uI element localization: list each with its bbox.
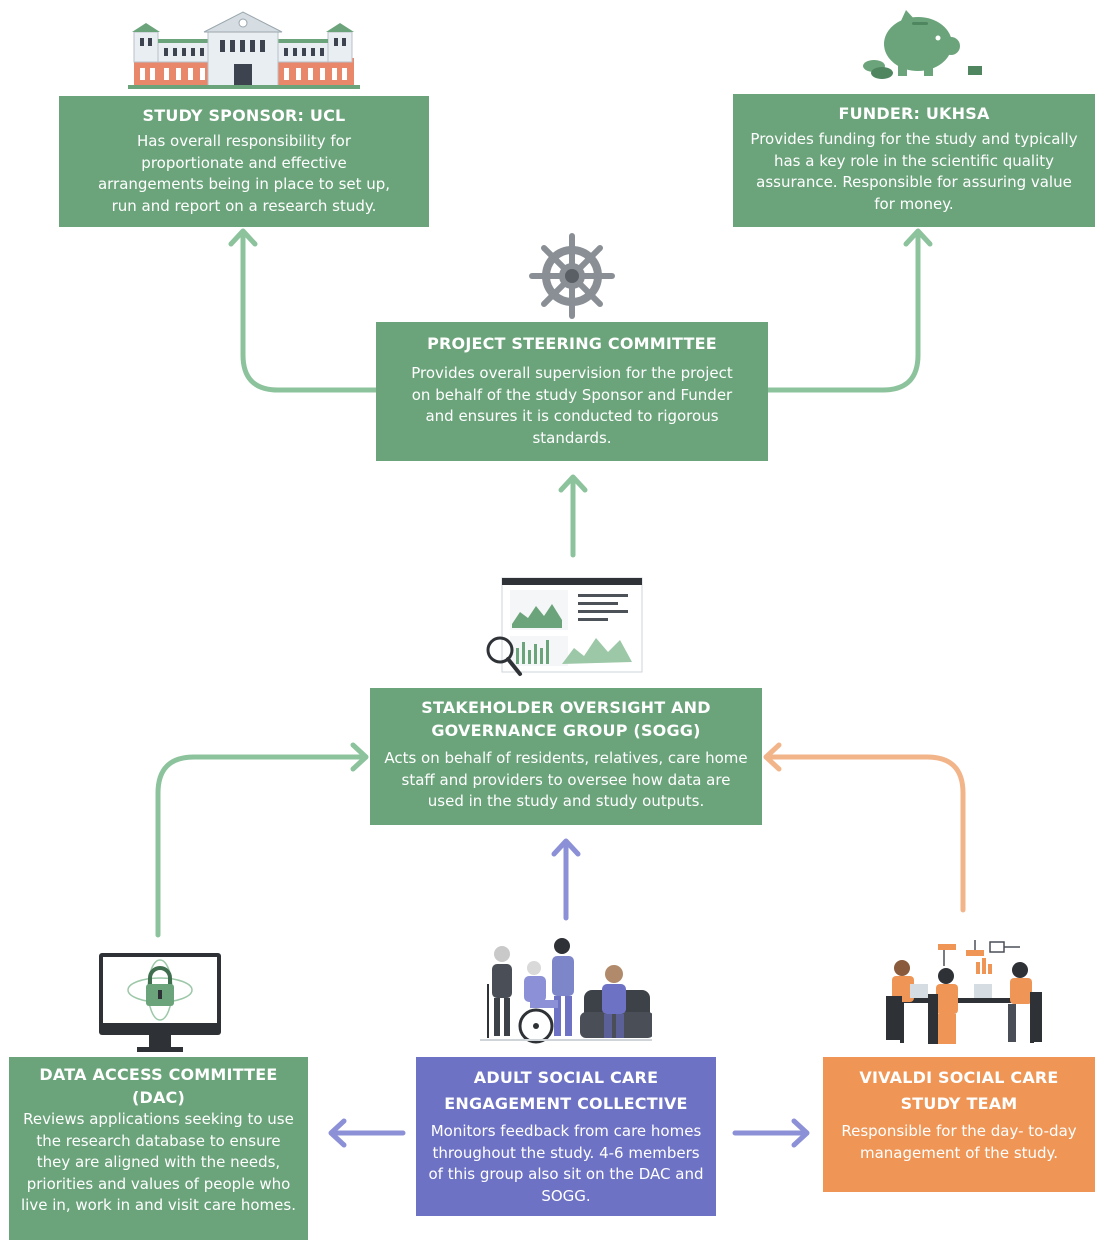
study-sponsor-description: Has overall responsibility for proportio… <box>97 132 391 215</box>
steering-committee-title: PROJECT STEERING COMMITTEE <box>427 334 717 353</box>
arrow-vivaldi-to-sogg <box>764 754 966 913</box>
sogg-title: STAKEHOLDER OVERSIGHT AND GOVERNANCE GRO… <box>421 698 711 740</box>
analytics-dashboard-icon <box>486 577 643 676</box>
dac-box: DATA ACCESS COMMITTEE (DAC) Reviews appl… <box>9 1057 308 1240</box>
piggy-bank-icon <box>863 10 982 79</box>
steering-committee-box: PROJECT STEERING COMMITTEE Provides over… <box>376 322 768 461</box>
steering-committee-description: Provides overall supervision for the pro… <box>411 364 733 447</box>
arrow-steering-to-funder <box>765 229 921 393</box>
dac-description: Reviews applications seeking to use the … <box>21 1110 296 1214</box>
ship-wheel-icon <box>529 233 615 319</box>
vivaldi-team-box: VIVALDI SOCIAL CARE STUDY TEAM Responsib… <box>823 1057 1095 1192</box>
funder-description: Provides funding for the study and typic… <box>750 130 1078 213</box>
vivaldi-team-title: VIVALDI SOCIAL CARE STUDY TEAM <box>859 1068 1059 1113</box>
sogg-box: STAKEHOLDER OVERSIGHT AND GOVERNANCE GRO… <box>370 688 762 825</box>
dac-title: DATA ACCESS COMMITTEE (DAC) <box>39 1065 278 1107</box>
adult-social-care-title: ADULT SOCIAL CARE ENGAGEMENT COLLECTIVE <box>444 1068 688 1113</box>
funder-box: FUNDER: UKHSA Provides funding for the s… <box>733 94 1095 227</box>
adult-social-care-description: Monitors feedback from care homes throug… <box>428 1122 704 1205</box>
university-building-icon <box>128 11 360 89</box>
monitor-lock-icon <box>99 953 221 1052</box>
arrow-steering-to-sponsor <box>240 229 379 393</box>
team-meeting-icon <box>886 940 1042 1044</box>
study-sponsor-box: STUDY SPONSOR: UCL Has overall responsib… <box>59 96 429 227</box>
sogg-description: Acts on behalf of residents, relatives, … <box>384 749 748 810</box>
study-sponsor-title: STUDY SPONSOR: UCL <box>142 106 346 125</box>
vivaldi-team-description: Responsible for the day- to-day manageme… <box>841 1122 1077 1162</box>
arrow-dac-to-sogg <box>155 754 368 938</box>
adult-social-care-box: ADULT SOCIAL CARE ENGAGEMENT COLLECTIVE … <box>416 1057 716 1216</box>
funder-title: FUNDER: UKHSA <box>838 104 990 123</box>
care-home-people-icon <box>480 938 652 1044</box>
